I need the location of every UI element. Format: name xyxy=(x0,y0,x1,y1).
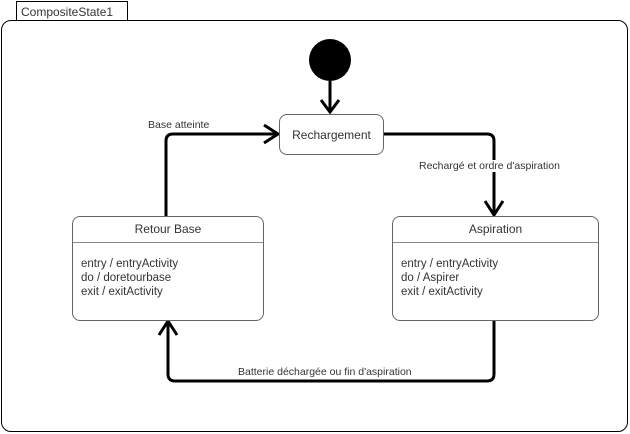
activity-do: do / Aspirer xyxy=(401,272,460,284)
initial-state-node[interactable] xyxy=(309,39,351,81)
transition-base-atteinte[interactable] xyxy=(164,123,281,216)
initial-transition[interactable] xyxy=(319,81,341,115)
state-name: Aspiration xyxy=(393,217,598,243)
composite-state-tab: CompositeState1 xyxy=(16,1,128,21)
state-aspiration[interactable]: Aspiration entry / entryActivity do / As… xyxy=(392,216,599,321)
activity-exit: exit / exitActivity xyxy=(81,286,163,298)
state-activities: entry / entryActivity do / doretourbase … xyxy=(73,243,263,299)
activity-entry: entry / entryActivity xyxy=(81,258,179,270)
state-activities: entry / entryActivity do / Aspirer exit … xyxy=(393,243,598,299)
state-rechargement[interactable]: Rechargement xyxy=(279,114,384,155)
transition-recharge-aspiration[interactable] xyxy=(384,132,505,218)
activity-entry: entry / entryActivity xyxy=(401,258,499,270)
label-recharge-ordre: Rechargé et ordre d'aspiration xyxy=(419,160,560,172)
state-retour-base[interactable]: Retour Base entry / entryActivity do / d… xyxy=(72,216,264,321)
label-batterie: Batterie déchargée ou fin d'aspiration xyxy=(238,366,412,378)
state-name: Retour Base xyxy=(73,217,263,243)
activity-do: do / doretourbase xyxy=(81,272,172,284)
activity-exit: exit / exitActivity xyxy=(401,286,483,298)
state-name: Rechargement xyxy=(292,127,371,142)
transition-batterie[interactable] xyxy=(157,318,496,383)
label-base-atteinte: Base atteinte xyxy=(148,119,210,131)
composite-state-name: CompositeState1 xyxy=(21,5,114,19)
composite-state-frame xyxy=(1,20,628,432)
